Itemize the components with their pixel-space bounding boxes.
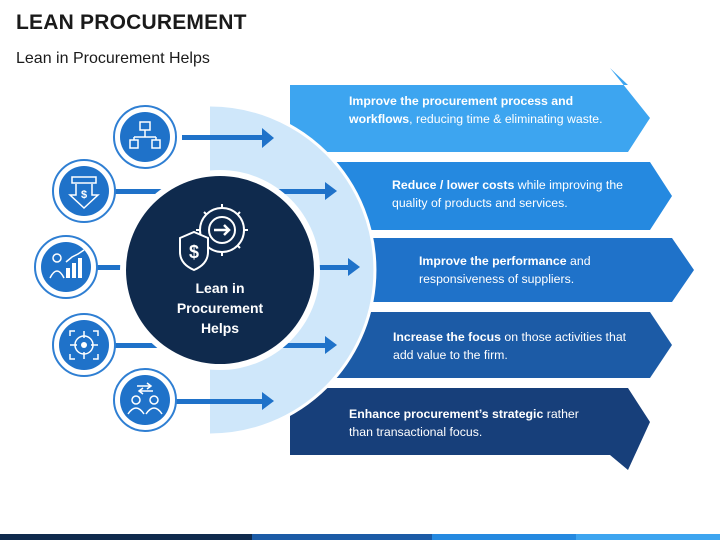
svg-text:$: $ [81,189,87,201]
exchange-people-icon [113,368,177,432]
bottom-bar-segment-1 [0,534,252,540]
arrow-1 [182,128,274,148]
band-1-bold: Improve the procurement process and work… [349,94,574,126]
center-label-line-3: Helps [200,320,240,336]
page-subtitle: Lean in Procurement Helps [16,50,210,67]
band-1-text: Improve the procurement process and work… [349,93,604,128]
band-2-shape [290,162,672,230]
band-5-text: Enhance procurement’s strategic rather t… [349,406,599,441]
band-3-rest: and responsiveness of suppliers. [419,254,591,286]
center-label-line-1: Lean in [195,280,245,296]
arrow-5 [160,392,274,410]
band-2-bold: Reduce / lower costs [392,178,515,192]
band-2-text: Reduce / lower costs while improving the… [392,177,642,212]
center-label: Lean in Procurement Helps [140,278,300,338]
bottom-bar-segment-4 [576,534,720,540]
center-label-line-2: Procurement [176,300,264,316]
bottom-color-bar [0,534,720,540]
target-focus-icon [52,313,116,377]
band-5-shape [290,388,650,470]
page-title: LEAN PROCUREMENT [16,11,247,34]
band-5-bold: Enhance procurement’s strategic [349,407,544,421]
band-2-rest: while improving the quality of products … [392,178,624,210]
band-1-shape [290,68,650,152]
half-circle-edge [209,103,377,437]
bottom-bar-segment-3 [432,534,576,540]
band-1-rest: , reducing time & eliminating waste. [409,111,603,126]
band-4-rest: on those activities that add value to th… [393,330,627,362]
band-4-shape [290,312,672,378]
band-3-shape [290,238,694,302]
band-3-bold: Improve the performance [419,254,567,268]
workflow-icon [113,105,177,169]
band-4-bold: Increase the focus [393,330,501,344]
band-3-text: Improve the performance and responsivene… [419,253,649,288]
shield-dollar-sign: $ [189,242,199,262]
band-4-text: Increase the focus on those activities t… [393,329,643,364]
center-circle [126,176,314,364]
performance-chart-icon [34,235,98,299]
bottom-bar-segment-2 [252,534,432,540]
gear-dollar-shield-icon [179,204,248,272]
cost-download-icon: $ [52,159,116,223]
band-5-rest: rather than transactional focus. [349,407,579,439]
